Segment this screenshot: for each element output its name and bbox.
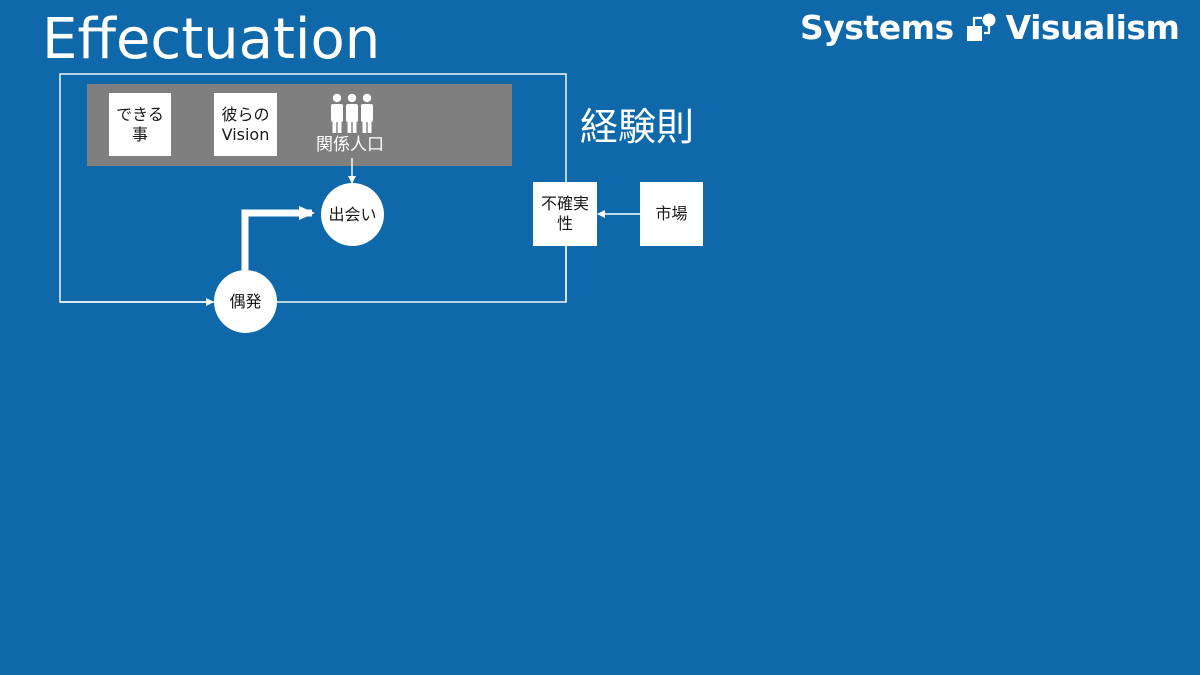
people-label: 関係人口 [316, 135, 384, 155]
vision-line2: Vision [221, 124, 270, 144]
systems-visualism-logo-icon [966, 13, 996, 41]
brand-logo: Systems Visualism [800, 8, 1180, 48]
can-do-line2: 事 [131, 124, 148, 144]
vision-line1: 彼らの [221, 104, 270, 124]
uncertainty-node: 不確実 性 [533, 182, 597, 246]
can-do-line1: できる [116, 104, 164, 124]
market-label: 市場 [655, 204, 688, 223]
uncertainty-line2: 性 [556, 214, 573, 233]
slide-title: Effectuation [42, 7, 381, 72]
brand-left-text: Systems [800, 8, 954, 47]
uncertainty-line1: 不確実 [540, 194, 589, 213]
market-node: 市場 [640, 182, 703, 246]
encounter-label: 出会い [328, 204, 377, 224]
people-group-icon [331, 93, 373, 133]
vision-node: 彼らの Vision [214, 93, 277, 156]
contingency-node: 偶発 [214, 270, 277, 333]
contingency-to-encounter-arrow [241, 206, 315, 270]
can-do-node: できる 事 [109, 93, 171, 156]
encounter-node: 出会い [321, 183, 384, 246]
brand-right-text: Visualism [1005, 8, 1180, 47]
rule-of-thumb-label: 経験則 [580, 105, 695, 149]
contingency-label: 偶発 [229, 291, 262, 311]
